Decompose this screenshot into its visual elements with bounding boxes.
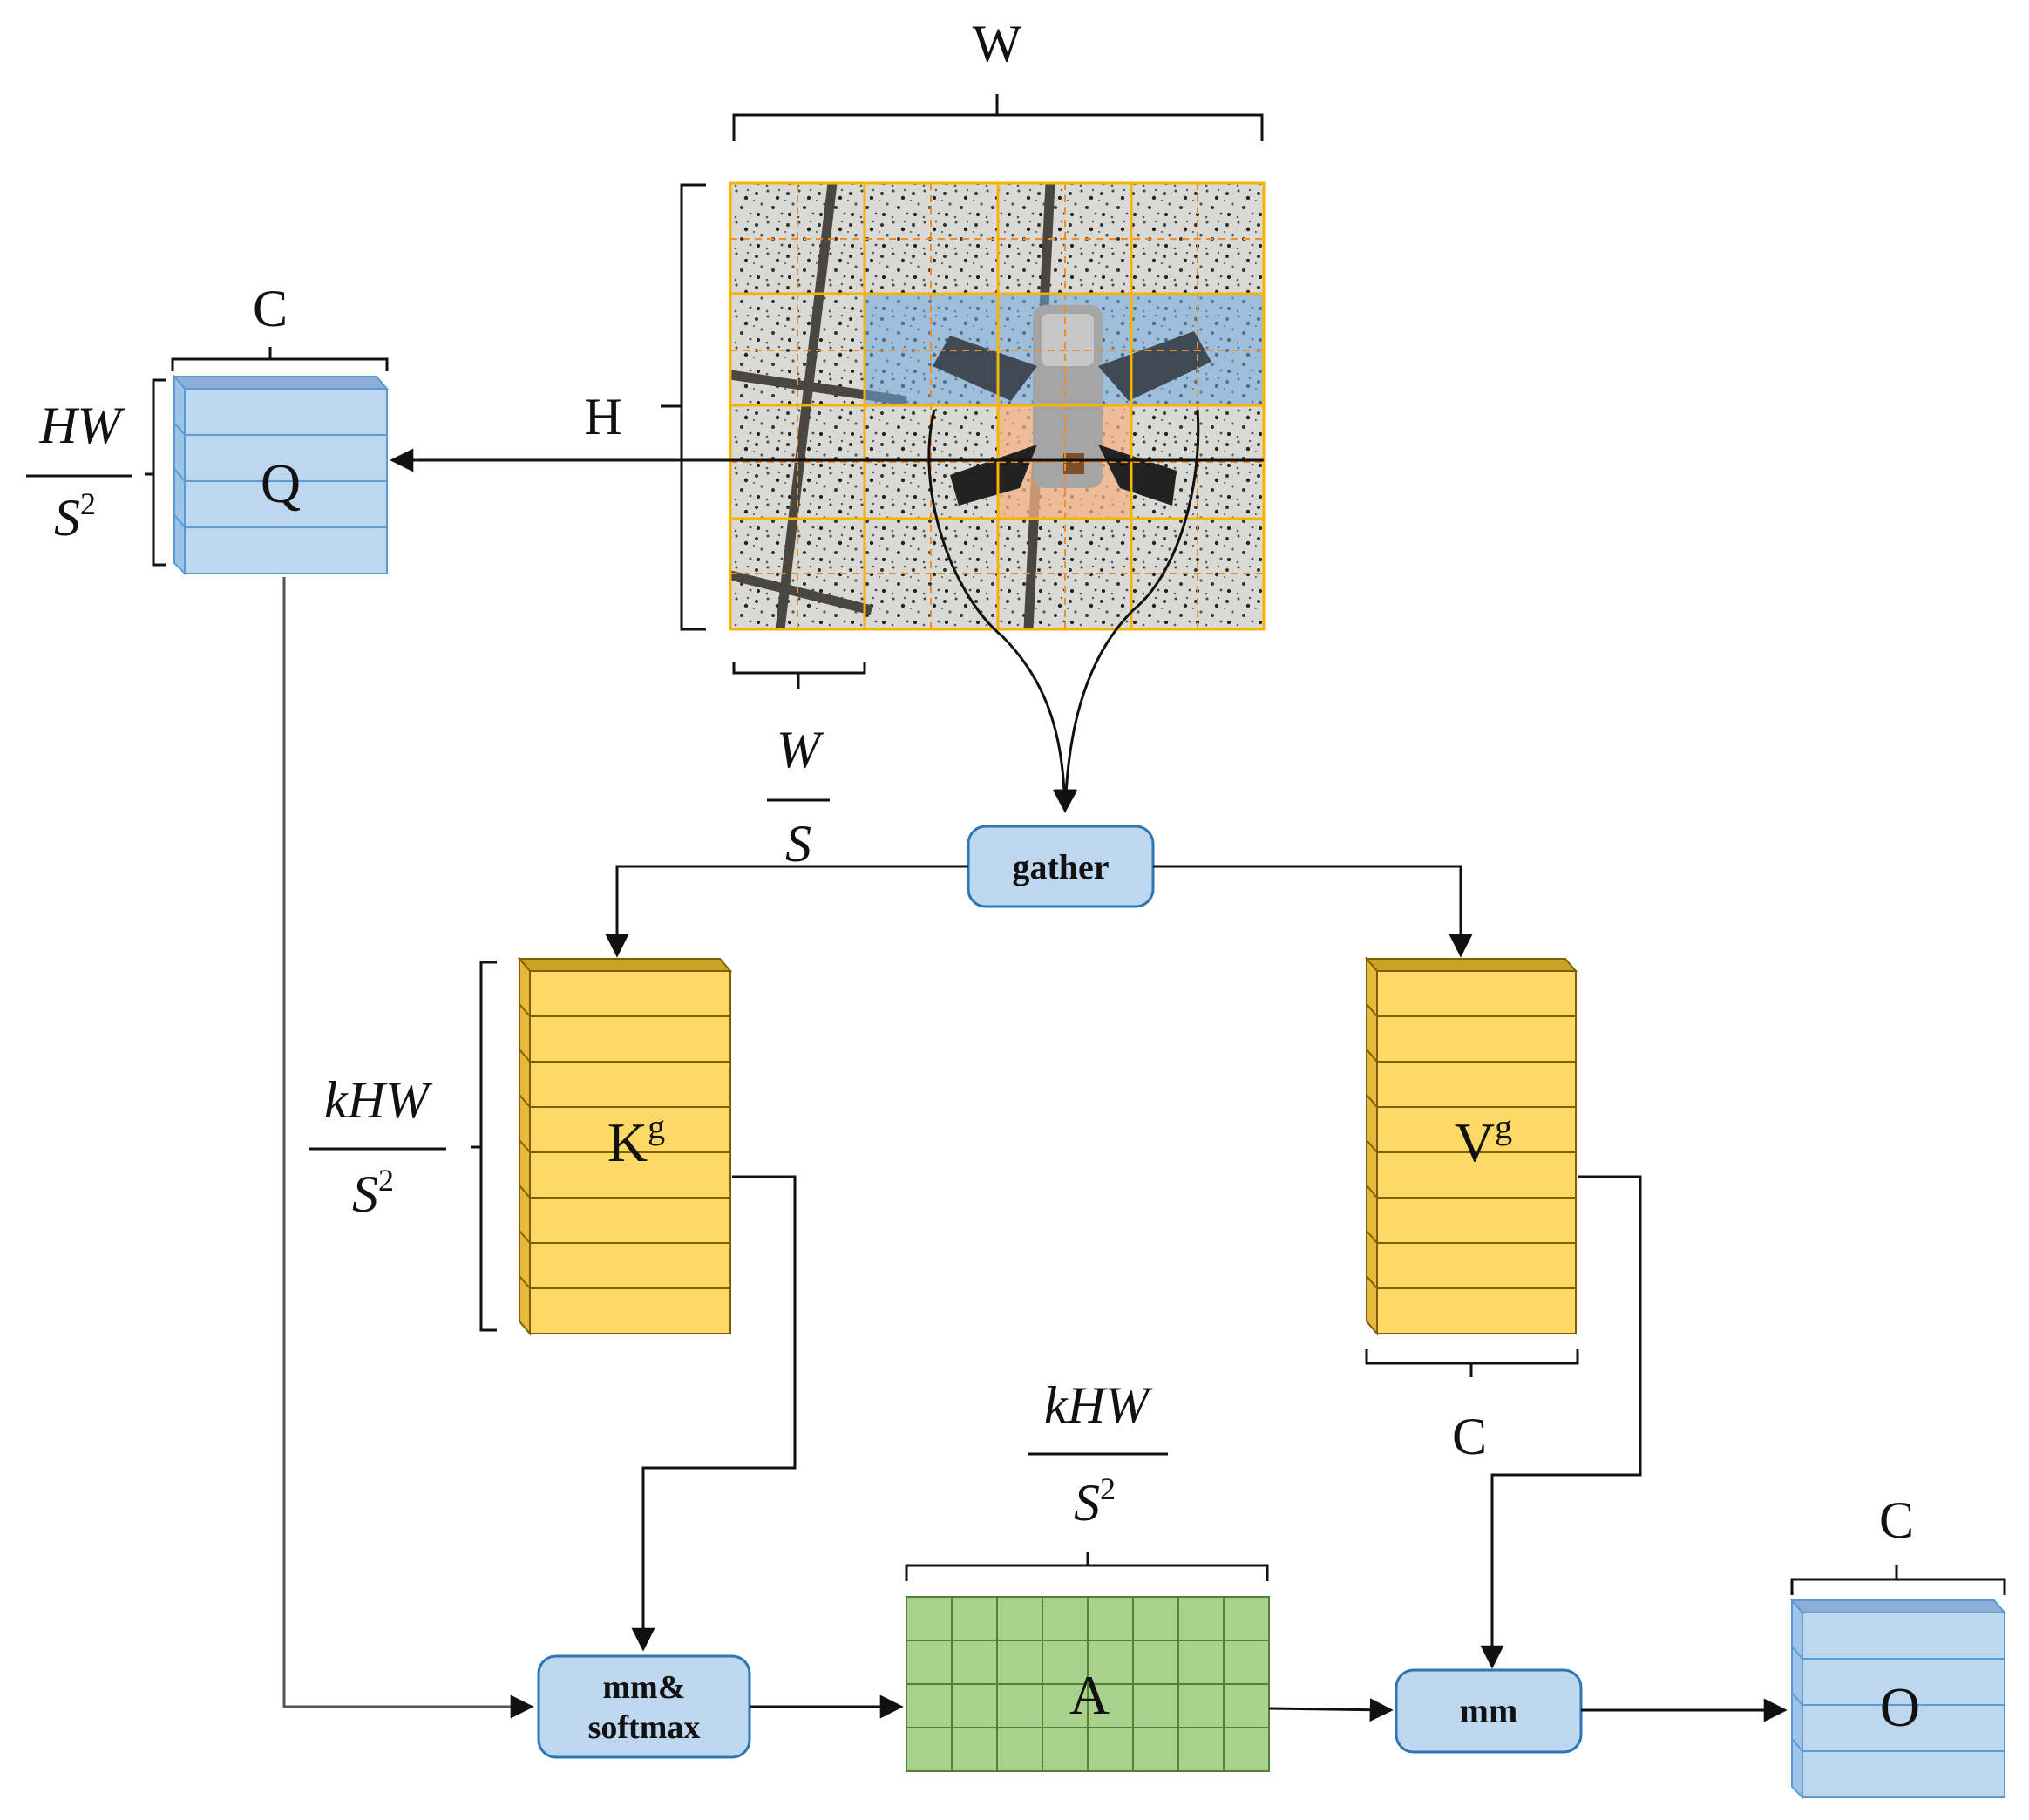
gather-label: gather [1012,847,1109,886]
region-width-numerator: W [777,721,824,778]
key-height-den-base: S [352,1165,378,1223]
output-width-label: C [1879,1491,1914,1549]
value-label: Vg [1455,1107,1512,1173]
image-width-brace [732,94,1264,141]
query-height-brace [145,378,166,567]
attention-to-mm-arrow [1268,1698,1394,1722]
region-width-denominator: S [785,815,811,873]
key-block [517,956,733,1336]
value-width-brace [1365,1349,1579,1377]
value-row-side [1366,1230,1378,1244]
attention-matrix [906,1596,1270,1772]
gather-to-key-arrow [605,865,968,958]
query-to-mm-softmax-arrow [282,577,534,1719]
mm-softmax-label-line1: mm& [603,1669,686,1706]
key-label: Kg [607,1107,665,1173]
attention-width-den-exp: 2 [1100,1471,1116,1506]
input-image-panel [729,181,1266,631]
image-height-label: H [584,388,621,445]
output-label: O [1880,1676,1920,1738]
key-height-numerator: kHW [324,1071,433,1129]
attention-width-den-base: S [1074,1474,1100,1531]
value-row-side [1366,1139,1378,1153]
image-width-label: W [973,15,1022,72]
query-width-label: C [253,280,288,337]
value-width-label: C [1452,1408,1487,1465]
key-row-side [519,1185,531,1199]
output-block [1789,1598,2007,1800]
key-row-side [519,1003,531,1017]
attention-width-numerator: kHW [1044,1376,1153,1434]
query-height-denominator: S2 [54,486,96,547]
attention-width-brace [905,1552,1269,1581]
output-width-brace [1790,1565,2006,1595]
mm-label: mm [1460,1691,1518,1730]
value-row-side [1366,1185,1378,1199]
attention-label: A [1069,1664,1110,1726]
attention-width-denominator: S2 [1074,1471,1116,1531]
key-row-side [519,1275,531,1289]
query-height-den-exp: 2 [80,486,96,521]
key-height-den-exp: 2 [378,1163,394,1198]
region-width-brace [732,662,866,689]
route-curves [927,409,1200,813]
key-label-sup: g [648,1107,665,1146]
mm-softmax-label-line2: softmax [588,1709,701,1746]
value-label-base: V [1455,1111,1495,1173]
query-height-den-base: S [54,489,80,547]
query-label: Q [261,452,301,514]
value-block [1364,956,1578,1336]
key-row-side [519,1049,531,1063]
key-row-side [519,1230,531,1244]
value-row-side [1366,1003,1378,1017]
query-height-numerator: HW [38,397,125,454]
key-row-side [519,1139,531,1153]
query-block [172,374,390,576]
value-row-side [1366,1049,1378,1063]
region-grid [729,181,1266,631]
key-to-mm-softmax-arrow [631,1175,797,1652]
value-label-sup: g [1495,1107,1512,1146]
key-height-brace [471,961,497,1332]
gather-to-value-arrow [1153,865,1473,958]
key-label-base: K [607,1111,648,1173]
value-row-side [1366,1275,1378,1289]
value-to-mm-arrow [1480,1175,1642,1669]
query-width-brace [171,347,389,371]
image-height-brace [661,183,706,631]
value-row-side [1366,1094,1378,1108]
key-row-side [519,1094,531,1108]
key-height-denominator: S2 [352,1163,394,1223]
